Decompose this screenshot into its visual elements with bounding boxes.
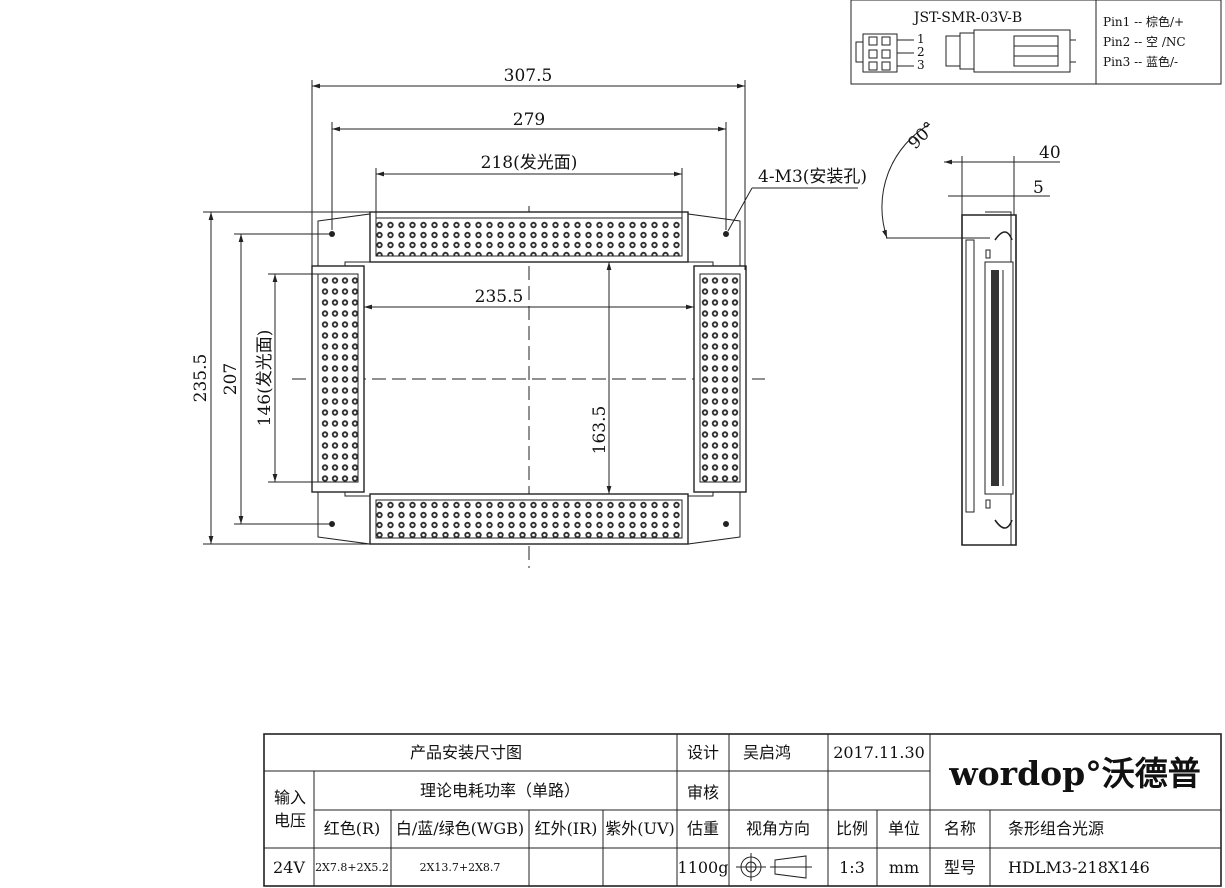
col-ir: 红外(IR) <box>535 819 598 838</box>
view-label: 视角方向 <box>746 819 810 838</box>
name-label: 名称 <box>944 819 976 838</box>
col-red: 红色(R) <box>324 819 381 838</box>
weight-label: 估重 <box>687 819 719 838</box>
input-voltage-label: 输入 <box>274 788 306 807</box>
unit-label: 单位 <box>888 819 920 838</box>
drawing-title: 产品安装尺寸图 <box>410 743 522 762</box>
title-block: 产品安装尺寸图 设计 吴启鸿 2017.11.30 wordop°沃德普 输入 … <box>263 733 1222 887</box>
scale-value: 1:3 <box>839 858 865 877</box>
dim-inner-width: 235.5 <box>475 287 524 307</box>
review-label: 审核 <box>687 783 719 802</box>
dim-inner-height: 163.5 <box>590 406 610 455</box>
connector-pin-number: 2 <box>917 45 925 59</box>
dim-mount-width: 279 <box>513 110 545 130</box>
voltage-value: 24V <box>273 858 305 877</box>
pin-desc-3: Pin3 -- 蓝色/- <box>1103 55 1178 69</box>
projection-symbol-icon <box>736 853 812 881</box>
name-value: 条形组合光源 <box>1008 819 1104 838</box>
mount-hole <box>723 521 729 527</box>
mount-hole <box>723 231 729 237</box>
dim-emit-height: 146(发光面) <box>255 330 275 427</box>
dim-outer-height: 235.5 <box>191 354 211 403</box>
scale-label: 比例 <box>836 819 868 838</box>
mount-hole <box>329 521 335 527</box>
brand-logo: wordop°沃德普 <box>948 754 1200 793</box>
dim-outer-width: 307.5 <box>504 66 553 86</box>
dim-emit-width: 218(发光面) <box>481 153 578 173</box>
model-value: HDLM3-218X146 <box>1008 858 1150 877</box>
led-bar-bottom <box>369 493 689 545</box>
unit-value: mm <box>889 858 919 877</box>
col-wgb: 白/蓝/绿色(WGB) <box>396 819 524 838</box>
led-bar-top <box>369 211 689 263</box>
pin-desc-2: Pin2 -- 空 /NC <box>1103 35 1186 49</box>
connector-pin-number: 1 <box>917 32 925 46</box>
connector-model: JST-SMR-03V-B <box>912 10 1022 26</box>
led-bar-right <box>693 265 747 493</box>
col-uv: 紫外(UV) <box>605 819 675 838</box>
designer-name: 吴启鸿 <box>743 743 791 762</box>
red-power-value: 2X7.8+2X5.2 <box>315 861 389 874</box>
dim-side-5: 5 <box>1033 178 1044 198</box>
dim-mount-height: 207 <box>221 363 241 395</box>
input-voltage-label: 电压 <box>274 811 306 830</box>
connector-pin-number: 3 <box>917 58 925 72</box>
mount-hole <box>329 231 335 237</box>
connector-box: JST-SMR-03V-B 1 2 3 Pin1 -- 棕色/+ Pin2 --… <box>850 0 1222 85</box>
pin-desc-1: Pin1 -- 棕色/+ <box>1103 14 1184 29</box>
label-mount-hole: 4-M3(安装孔) <box>758 167 867 187</box>
dim-side-40: 40 <box>1039 143 1061 163</box>
design-label: 设计 <box>687 743 719 762</box>
dim-angle: 90° <box>904 118 939 153</box>
drawing-date: 2017.11.30 <box>833 743 925 762</box>
power-label: 理论电耗功率（单路） <box>420 781 580 800</box>
model-label: 型号 <box>944 858 976 877</box>
wgb-power-value: 2X13.7+2X8.7 <box>420 861 501 874</box>
side-view: 90° 40 5 <box>881 118 1061 546</box>
weight-value: 1100g <box>678 858 729 877</box>
led-bar-left <box>311 265 365 493</box>
front-view: 307.5 279 218(发光面) 4-M3(安装孔) 235.5 163.5… <box>191 66 867 568</box>
